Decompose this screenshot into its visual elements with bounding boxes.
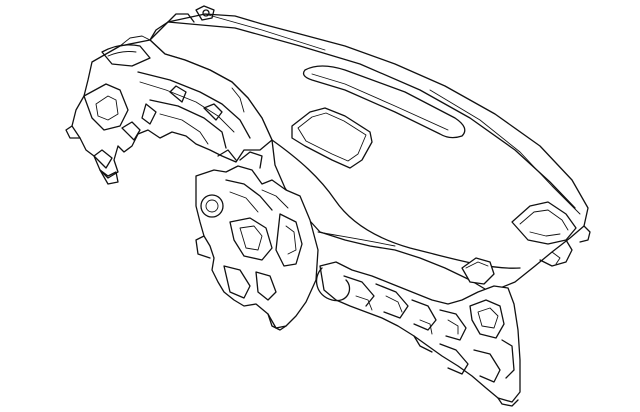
center-frame	[195, 149, 319, 331]
display-opening	[291, 107, 373, 169]
dash-top-panel	[149, 13, 589, 293]
top-left-brackets	[119, 5, 215, 47]
right-end-details	[539, 225, 591, 267]
right-side-vent	[511, 201, 577, 245]
glovebox-opening	[461, 257, 495, 285]
left-frame	[65, 39, 273, 185]
right-frame	[315, 261, 521, 407]
defroster-vent	[302, 65, 466, 139]
